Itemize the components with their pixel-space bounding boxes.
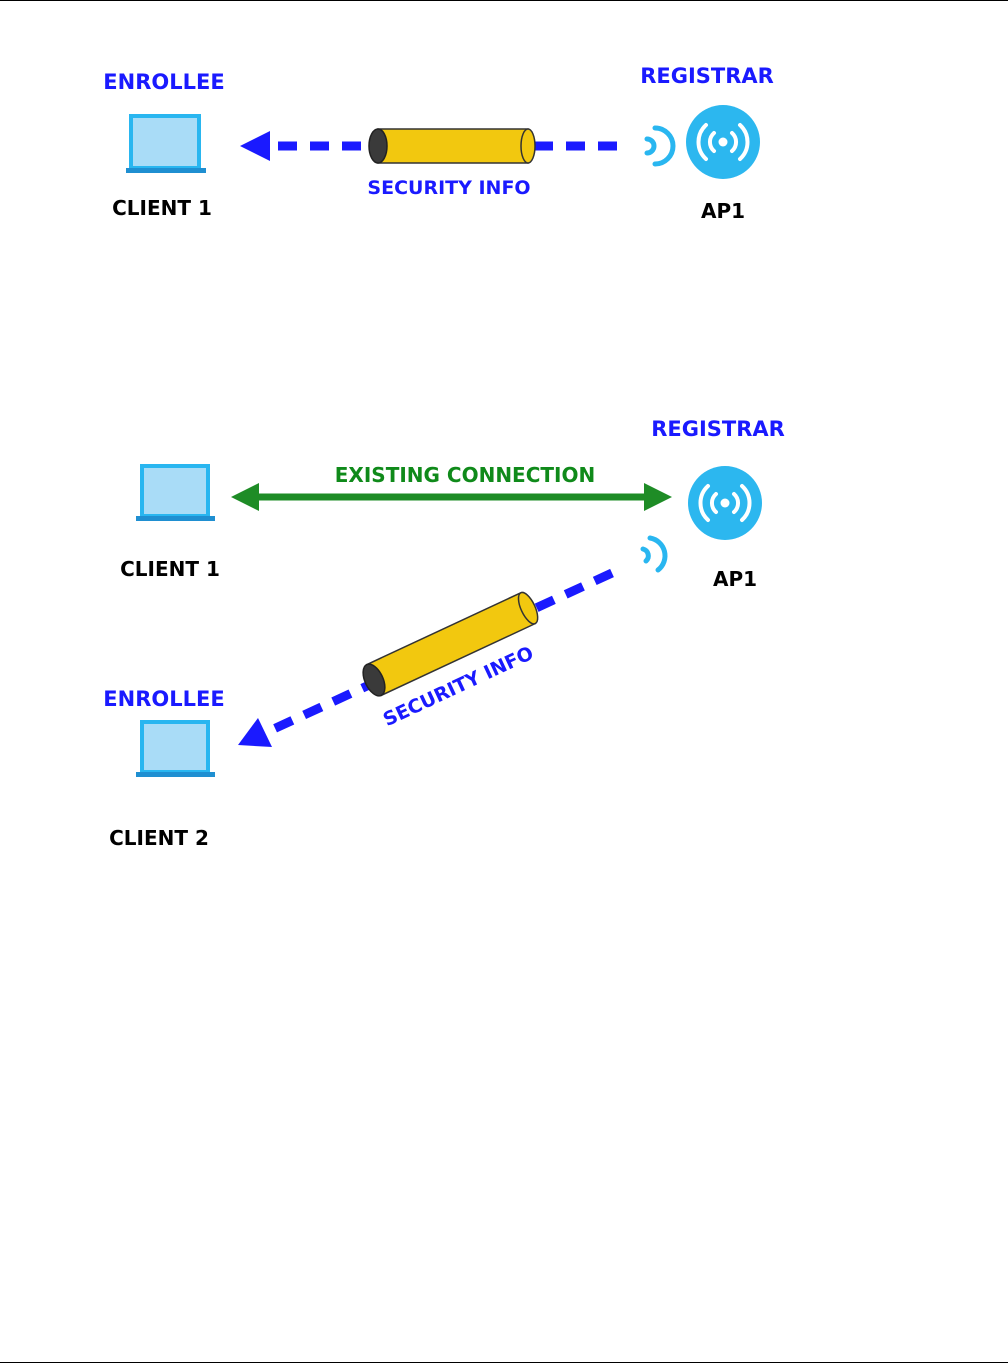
enrollee-label: ENROLLEE <box>103 687 224 711</box>
client-1-label: CLIENT 1 <box>120 557 220 581</box>
laptop-icon <box>126 116 206 173</box>
existing-connection-label: EXISTING CONNECTION <box>335 463 595 487</box>
client-1-label: CLIENT 1 <box>112 196 212 220</box>
enrollee-label: ENROLLEE <box>103 70 224 94</box>
client-2-label: CLIENT 2 <box>109 826 209 850</box>
bottom-rule <box>0 1362 1008 1363</box>
registrar-label: REGISTRAR <box>651 417 785 441</box>
security-tube <box>369 129 617 163</box>
security-info-label: SECURITY INFO <box>367 177 530 199</box>
diagram-2: CLIENT 1 REGISTRAR AP1 EXISTING CONNECTI… <box>103 417 785 850</box>
wireless-access-point-icon <box>688 466 762 540</box>
laptop-icon <box>136 466 215 521</box>
diagram-1: ENROLLEE CLIENT 1 REGISTRAR AP1 SECURITY… <box>103 64 774 223</box>
laptop-icon <box>136 722 215 777</box>
existing-connection-arrow <box>231 483 672 511</box>
ap1-label: AP1 <box>701 199 745 223</box>
ap1-label: AP1 <box>713 567 757 591</box>
wifi-signal-icon <box>643 538 665 570</box>
registrar-label: REGISTRAR <box>640 64 774 88</box>
wireless-access-point-icon <box>686 105 760 179</box>
wifi-signal-icon <box>647 128 673 164</box>
